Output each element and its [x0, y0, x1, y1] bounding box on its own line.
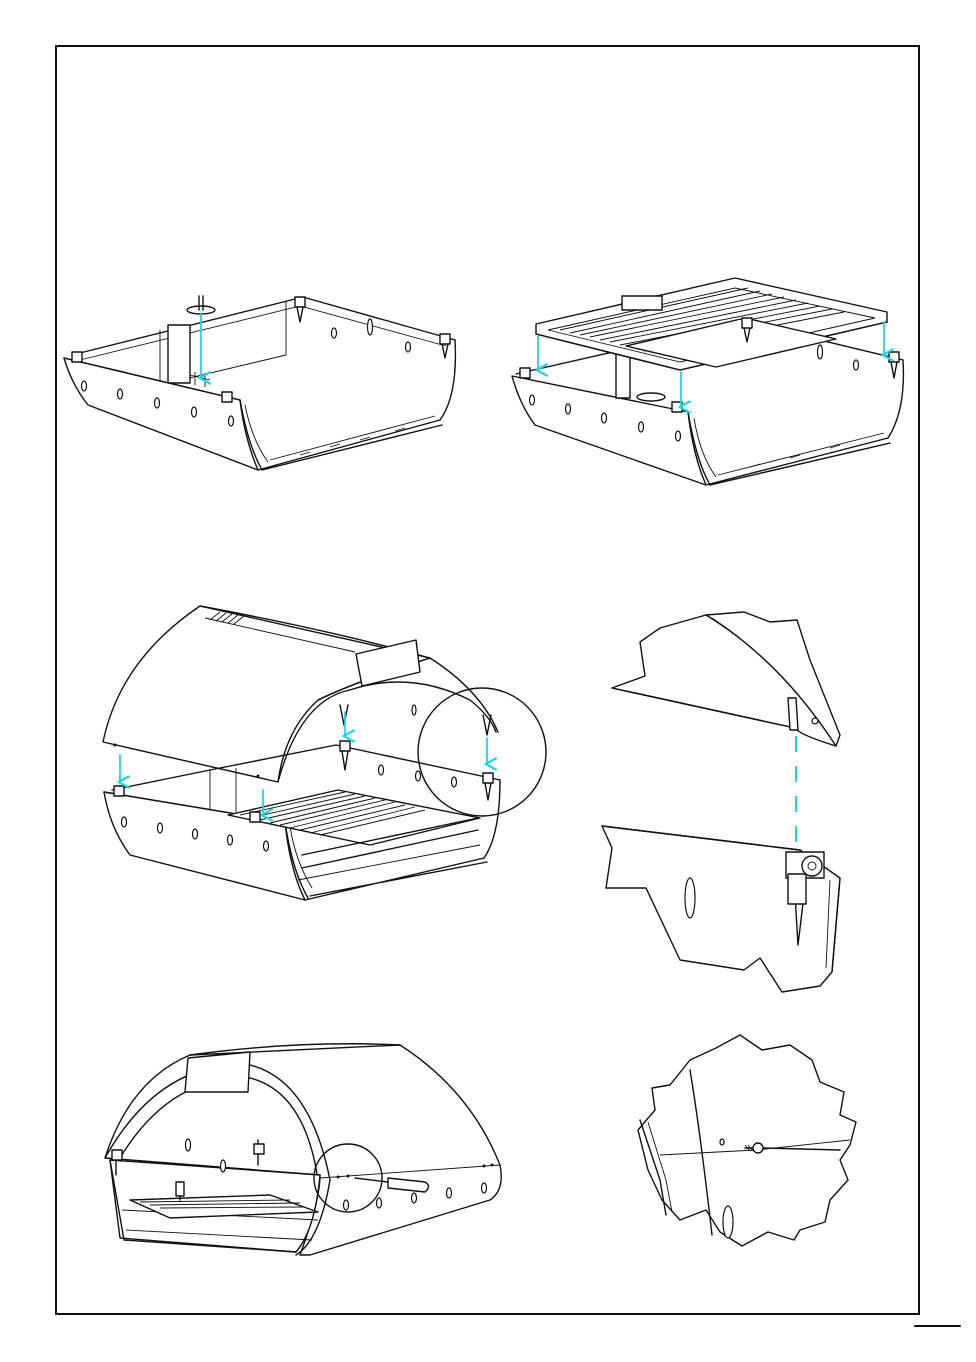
- screw-head: [753, 1143, 763, 1153]
- hinge-clip: [520, 368, 530, 378]
- vent-hole: [368, 319, 373, 335]
- base-fragment: [602, 826, 840, 992]
- vent-hole: [406, 342, 411, 352]
- vent-hole: [229, 416, 234, 426]
- hinge-clip: [222, 392, 232, 402]
- vent-hole: [854, 360, 859, 370]
- hinge-clip: [440, 334, 450, 344]
- hinge-tab: [788, 698, 798, 730]
- vent-hole: [82, 381, 87, 391]
- detail-circle: [418, 688, 546, 816]
- vent-hole: [155, 398, 160, 408]
- grate-handle: [622, 296, 662, 310]
- vent-hole: [118, 389, 123, 399]
- hinge-clip: [295, 297, 305, 307]
- vent-hole: [676, 431, 681, 441]
- hinge-clip: [742, 318, 752, 328]
- torn-detail: [638, 1035, 856, 1246]
- figure-step-4: [105, 1044, 501, 1255]
- figure-step-1: [64, 296, 455, 470]
- center-post: [168, 325, 190, 383]
- hood-label-plate: [185, 1052, 250, 1092]
- vent-hole: [530, 395, 535, 405]
- vent-hole: [332, 328, 337, 338]
- figure-step-2: [512, 278, 903, 485]
- hinge-clip: [72, 352, 82, 362]
- figure-step-3-detail: [602, 612, 840, 992]
- vent-hole: [192, 407, 197, 417]
- vent-hole: [639, 422, 644, 432]
- hinge-clip: [889, 352, 899, 362]
- figure-step-4-detail: [638, 1035, 856, 1246]
- post-cap: [187, 306, 215, 314]
- vent-hole: [566, 404, 571, 414]
- vent-hole: [818, 345, 823, 359]
- figure-step-3: [103, 606, 546, 900]
- hood-fragment: [612, 612, 840, 746]
- vent-hole: [602, 413, 607, 423]
